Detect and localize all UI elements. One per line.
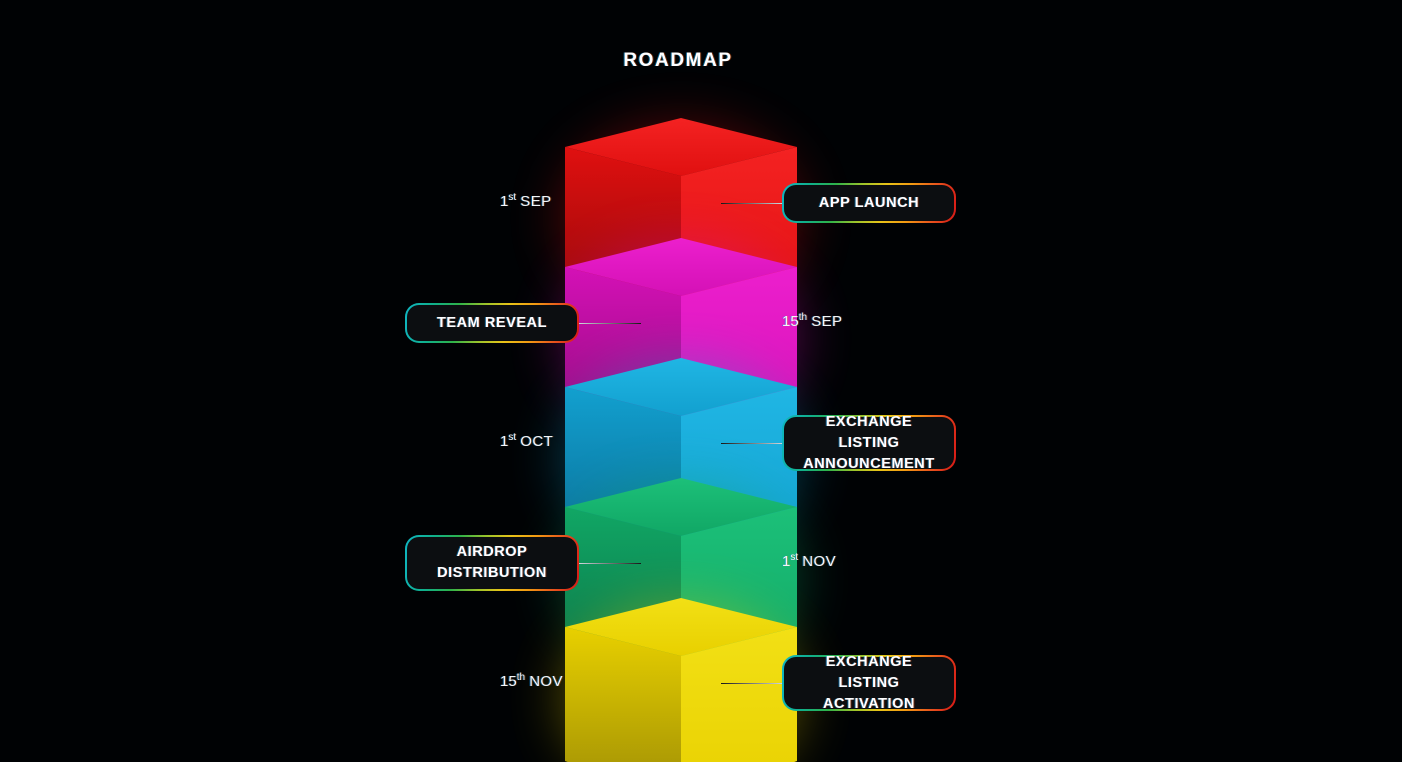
connector-line-team-reveal <box>579 323 641 324</box>
date-number: 15 <box>782 313 799 330</box>
date-number: 1 <box>782 553 791 570</box>
pill-inner: EXCHANGE LISTING ANNOUNCEMENT <box>784 414 954 472</box>
page-title: ROADMAP <box>623 50 733 71</box>
date-label-exchange-listing-activation: 15th NOV <box>500 672 563 691</box>
connector-line-exchange-listing-announcement <box>721 443 782 444</box>
date-suffix: th <box>798 312 808 323</box>
connector-line-app-launch <box>721 203 782 204</box>
pill-inner: TEAM REVEAL <box>407 305 577 341</box>
milestone-label: EXCHANGE LISTING ACTIVATION <box>823 653 915 712</box>
milestone-pill-exchange-listing-announcement[interactable]: EXCHANGE LISTING ANNOUNCEMENT <box>782 414 956 472</box>
milestone-block-tower <box>565 118 797 762</box>
connector-line-airdrop-distribution <box>579 563 641 564</box>
date-number: 1 <box>500 193 509 210</box>
date-suffix: st <box>508 192 517 203</box>
date-month: OCT <box>520 433 554 450</box>
date-month: NOV <box>802 553 837 570</box>
date-month: SEP <box>520 193 552 210</box>
pill-inner: AIRDROP DISTRIBUTION <box>407 537 577 589</box>
date-number: 15 <box>500 673 517 690</box>
date-label-airdrop-distribution: 1st NOV <box>782 552 837 571</box>
milestone-pill-exchange-listing-activation[interactable]: EXCHANGE LISTING ACTIVATION <box>782 654 956 712</box>
milestone-label: AIRDROP DISTRIBUTION <box>437 544 547 581</box>
date-label-exchange-listing-announcement: 1st OCT <box>500 432 554 451</box>
date-label-team-reveal: 15th SEP <box>782 312 843 331</box>
milestone-block-exchange-listing-activation[interactable] <box>565 598 797 762</box>
milestone-label: EXCHANGE LISTING ANNOUNCEMENT <box>803 413 935 472</box>
date-month: SEP <box>811 313 843 330</box>
milestone-pill-app-launch[interactable]: APP LAUNCH <box>782 183 956 223</box>
date-suffix: th <box>516 672 526 683</box>
date-suffix: st <box>508 432 517 443</box>
isometric-cube <box>565 598 797 762</box>
milestone-label: APP LAUNCH <box>818 194 920 211</box>
date-suffix: st <box>790 552 799 563</box>
milestone-label: TEAM REVEAL <box>437 314 547 331</box>
date-label-app-launch: 1st SEP <box>500 192 552 211</box>
date-number: 1 <box>500 433 509 450</box>
milestone-pill-airdrop-distribution[interactable]: AIRDROP DISTRIBUTION <box>405 535 579 591</box>
connector-line-exchange-listing-activation <box>721 683 782 684</box>
pill-inner: APP LAUNCH <box>784 185 954 221</box>
date-month: NOV <box>529 673 563 690</box>
milestone-pill-team-reveal[interactable]: TEAM REVEAL <box>405 303 579 343</box>
pill-inner: EXCHANGE LISTING ACTIVATION <box>784 654 954 712</box>
